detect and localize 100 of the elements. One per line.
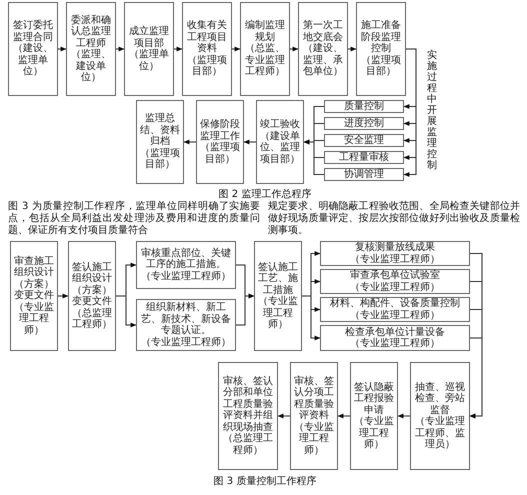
box-text: 协调管理 bbox=[344, 168, 384, 180]
box-text: 审查施工组织设计（方案）变更文件 bbox=[14, 256, 54, 302]
arrow bbox=[290, 46, 299, 52]
box-text: 保修阶段监理工作 bbox=[200, 119, 240, 142]
process-box bbox=[298, 2, 348, 96]
arrow bbox=[397, 414, 410, 418]
arrow bbox=[303, 140, 324, 175]
process-box bbox=[410, 362, 470, 470]
box-text: 复核测量放线成果 bbox=[355, 242, 435, 254]
process-box bbox=[136, 299, 236, 351]
process-box bbox=[68, 241, 116, 351]
box-text: 成立监理项目部 bbox=[128, 26, 170, 48]
box-text: （专业监理工程师） bbox=[354, 416, 394, 450]
box-text: 审核、签认分项工程质量验评资料 bbox=[294, 376, 334, 422]
arrow bbox=[277, 414, 290, 418]
arrow bbox=[337, 414, 350, 418]
side-label: 实施过程中开展监理控制 bbox=[426, 50, 438, 173]
arrow bbox=[469, 338, 482, 418]
process-box bbox=[256, 100, 304, 184]
box-text: （监理项目部） bbox=[360, 54, 402, 78]
box-text: （监理项目部） bbox=[186, 54, 228, 78]
arrow bbox=[183, 140, 196, 144]
process-box bbox=[218, 362, 278, 470]
box-text: 编制监理规划 bbox=[244, 20, 286, 43]
arrow bbox=[236, 294, 255, 326]
box-text: （总监理工程师） bbox=[72, 308, 112, 330]
box-text: （监理项目部） bbox=[140, 148, 180, 171]
box-text: 进度控制 bbox=[344, 118, 384, 130]
box-text: 收集有关工程项目资料 bbox=[186, 20, 228, 55]
arrow bbox=[243, 140, 256, 144]
box-text: 抽查、巡视检查、旁站监督 bbox=[414, 382, 466, 416]
arrow bbox=[58, 46, 67, 52]
box-text: （专业监理工程师、监理员） bbox=[414, 416, 466, 450]
box-text: （专业监理工程师） bbox=[350, 254, 440, 265]
box-text: 签认施工组织设计（方案）变更文件 bbox=[72, 262, 112, 308]
arrow bbox=[174, 46, 183, 52]
process-box bbox=[320, 241, 470, 266]
arrow bbox=[348, 46, 357, 52]
arrow bbox=[58, 294, 69, 298]
process-box bbox=[350, 362, 398, 470]
box-text: 安全监理 bbox=[344, 134, 384, 146]
box-text: （总监理工程师） bbox=[222, 433, 274, 456]
process-box bbox=[10, 241, 58, 351]
process-box bbox=[324, 134, 404, 147]
box-text: （监理项目部） bbox=[200, 142, 240, 165]
box-text: （专业监理工程师） bbox=[294, 422, 334, 456]
process-box bbox=[290, 362, 338, 470]
box-text: 签认隐蔽工程报验申请 bbox=[354, 382, 394, 416]
body-paragraph: 图 3 为质量控制工作程序，监理单位同样明确了实施要点，包括从全局利益出发处理涉及费用和进度的质量问题、保证所有支付项目质量符合 bbox=[8, 201, 260, 237]
box-text: （专业监理工程师） bbox=[14, 302, 54, 336]
box-text: （监理、建设单位） bbox=[70, 49, 112, 84]
box-text: 材料、构配件、设备质量控制 bbox=[330, 298, 460, 310]
arrow bbox=[116, 46, 125, 52]
process-box bbox=[240, 2, 290, 96]
box-text: （专业监理工程师） bbox=[350, 282, 440, 293]
box-text: （建设、监理、承包单位） bbox=[302, 43, 344, 78]
process-box bbox=[324, 117, 404, 130]
figure-caption: 图 3 质量控制工作程序 bbox=[212, 474, 318, 488]
box-text: 检查承包单位计量设备 bbox=[345, 326, 445, 338]
arrow bbox=[232, 46, 241, 52]
box-text: （建设单位、监理项目部） bbox=[260, 130, 300, 165]
process-box bbox=[320, 325, 470, 351]
box-text: （总监、专业监理工程师） bbox=[244, 43, 286, 78]
process-box bbox=[136, 241, 236, 289]
box-text: （专业监理工程师） bbox=[141, 336, 231, 348]
box-text: 工程量审核 bbox=[339, 152, 389, 164]
process-box bbox=[320, 269, 470, 294]
process-box bbox=[324, 151, 404, 164]
figure-caption: 图 2 监理工作总程序 bbox=[218, 188, 312, 200]
box-text: 监理总结、资料归档 bbox=[140, 113, 180, 148]
box-text: 签认施工工艺、施工措施 bbox=[258, 262, 298, 296]
process-box bbox=[136, 100, 184, 184]
process-box bbox=[66, 2, 116, 96]
box-text: 竣工验收 bbox=[260, 119, 300, 130]
box-text: 委派和确认总监理工程师 bbox=[70, 14, 112, 49]
box-text: （专业监理工程师） bbox=[258, 296, 298, 330]
box-text: 审核、签认分部和单位工程质量验评资料并组织现场抽查 bbox=[222, 376, 274, 433]
box-text: （监理单位） bbox=[128, 49, 170, 72]
process-box bbox=[324, 100, 404, 113]
process-box bbox=[254, 241, 302, 351]
box-text: （专业监理工程师） bbox=[350, 338, 440, 350]
body-paragraph: 规定要求、明确隐蔽工程验收范围、全局检查关键部位并做好现场质量评定、按层次按部位做好列出验收及质量检测事项。 bbox=[268, 201, 520, 237]
process-box bbox=[8, 2, 58, 96]
box-text: 质量控制 bbox=[344, 100, 384, 112]
process-box bbox=[124, 2, 174, 96]
box-text: 审核重点部位、关键工序的施工措施。 bbox=[140, 248, 232, 270]
box-text: 第一次工地交底会 bbox=[302, 20, 344, 43]
box-text: （专业监理工程师） bbox=[350, 310, 440, 321]
process-box bbox=[320, 297, 470, 322]
process-box bbox=[182, 2, 232, 96]
box-text: （建设、监理单位） bbox=[12, 43, 54, 78]
process-box bbox=[196, 100, 244, 184]
process-box bbox=[356, 2, 406, 96]
box-text: 组织新材料、新工艺、新技术、新设备专题认证。 bbox=[140, 302, 232, 336]
box-text: 签订委托监理合同 bbox=[12, 20, 54, 43]
arrow bbox=[302, 296, 321, 340]
process-box bbox=[324, 168, 404, 181]
box-text: （专业监理工程师） bbox=[141, 270, 231, 282]
box-text: 施工准备阶段监理控制 bbox=[360, 20, 402, 55]
box-text: 审查承包单位试验室 bbox=[350, 270, 440, 282]
